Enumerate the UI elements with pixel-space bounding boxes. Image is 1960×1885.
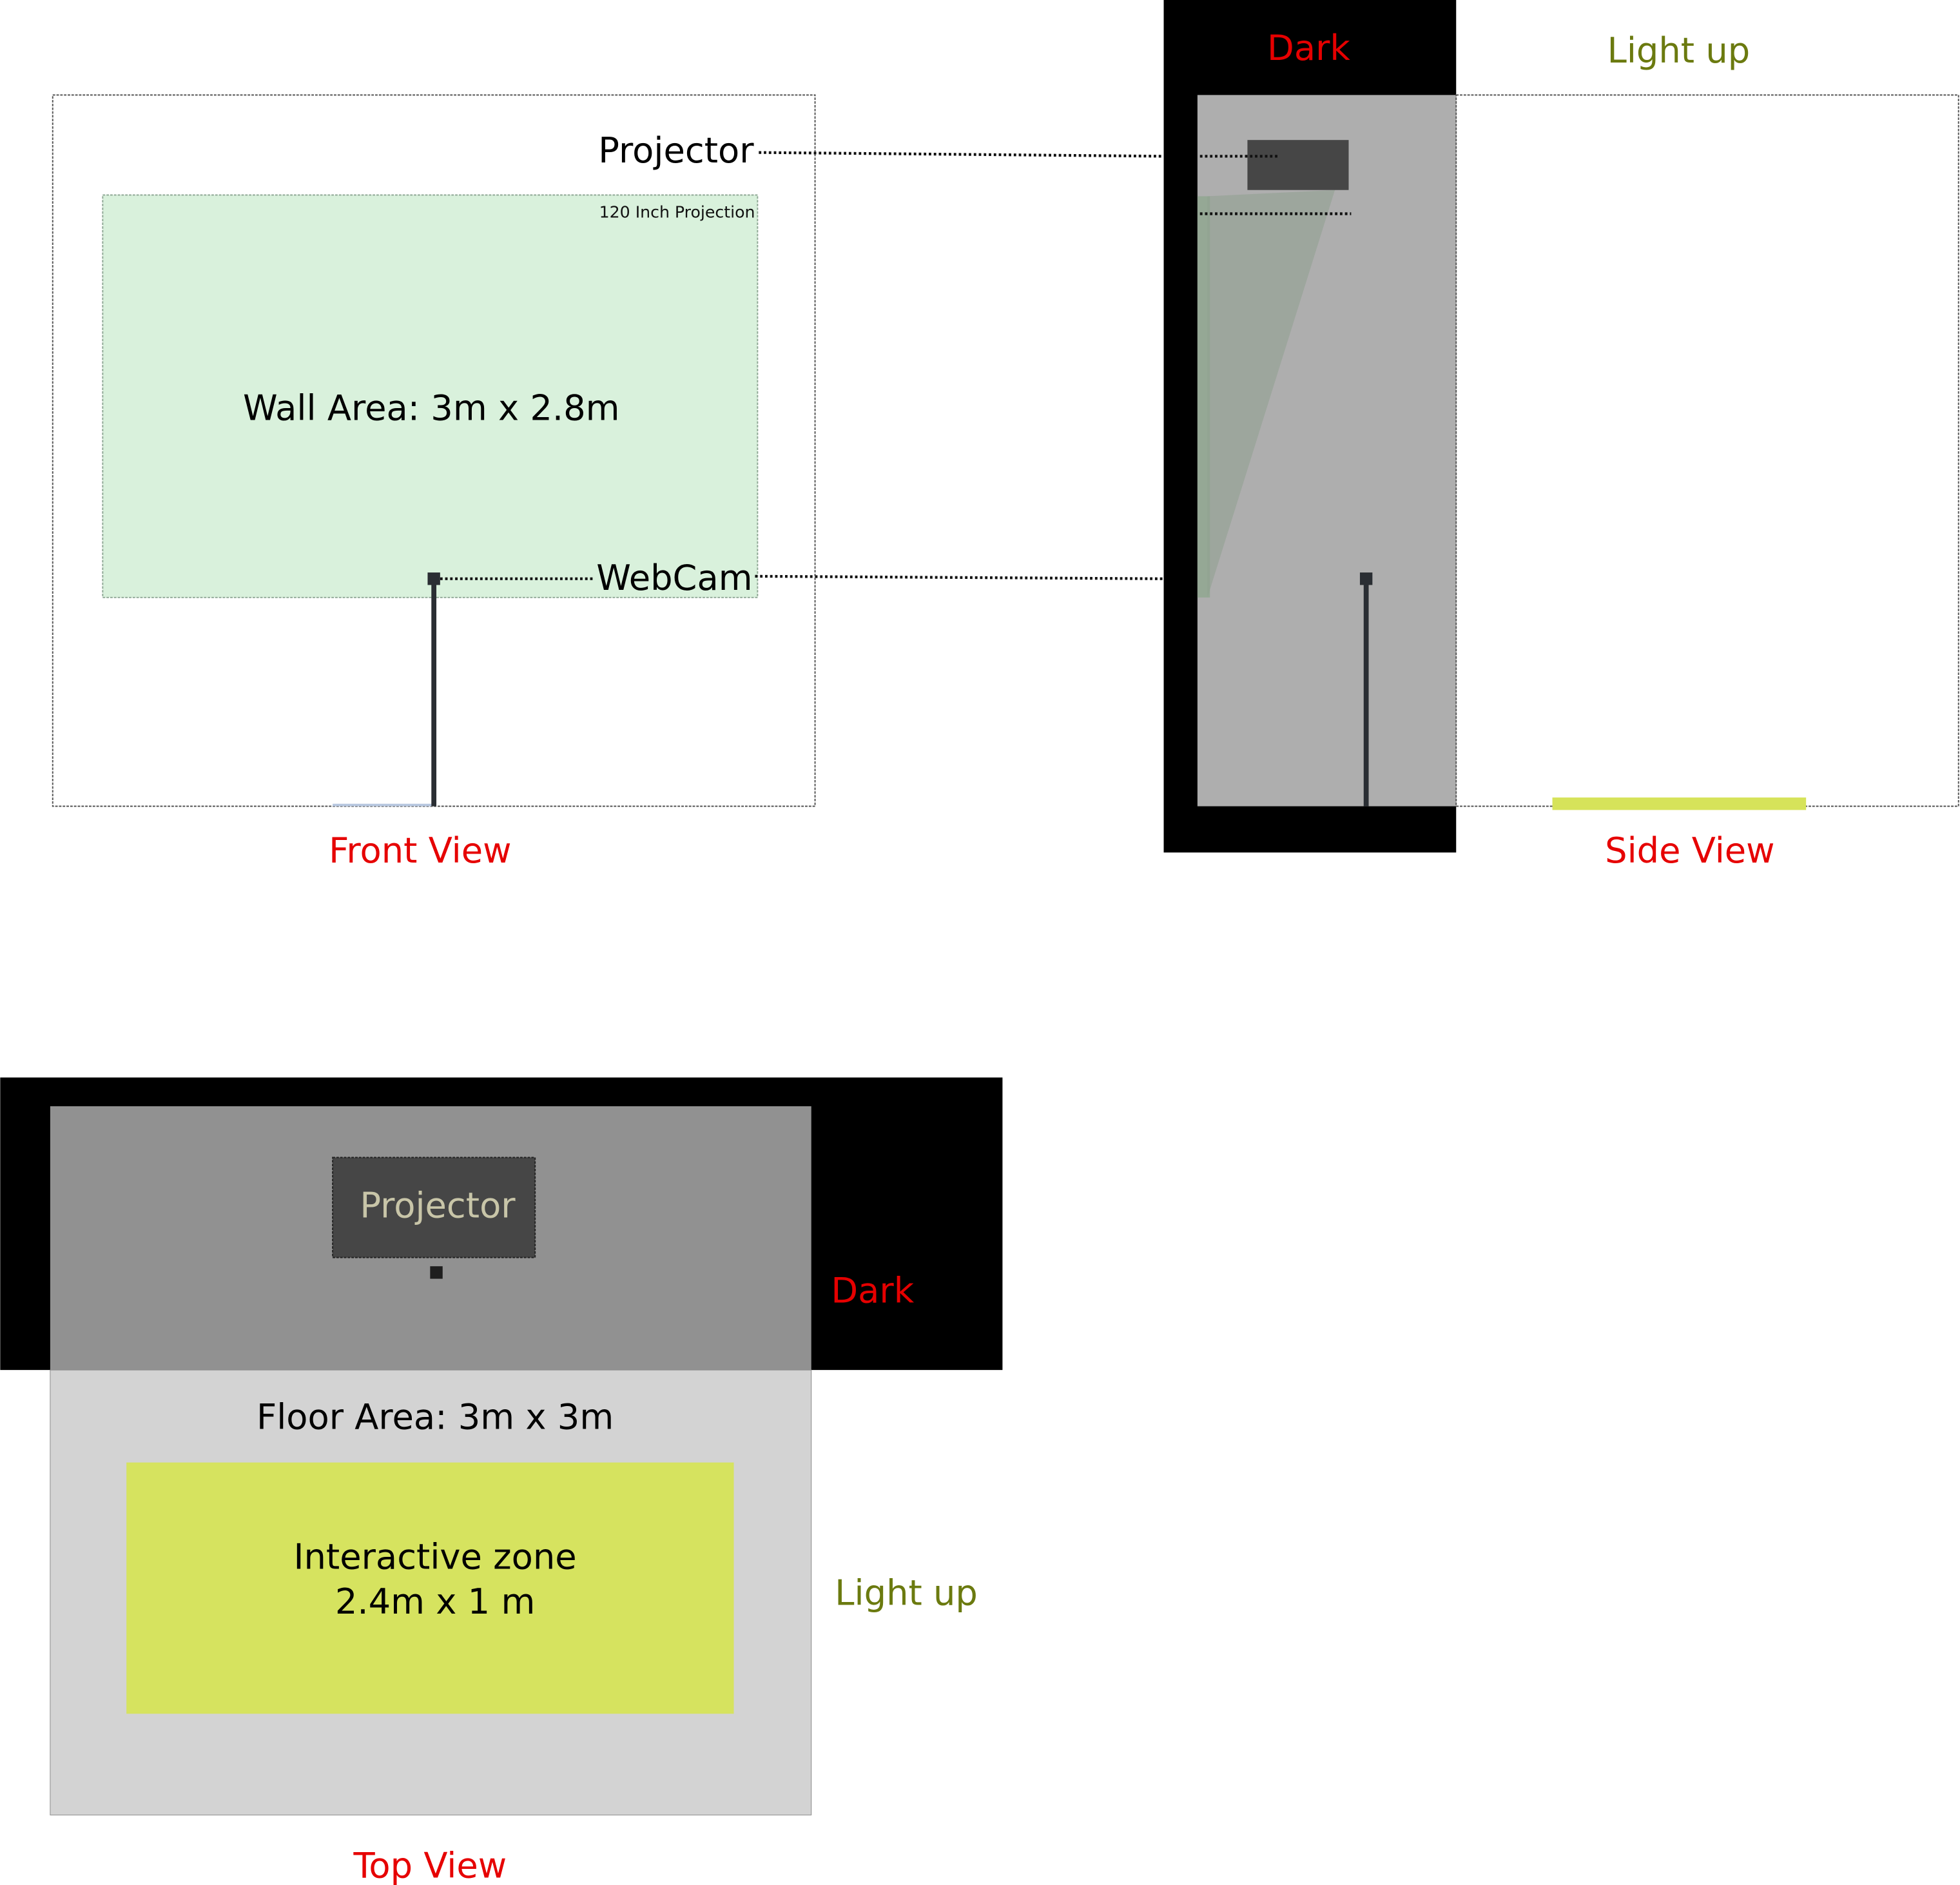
interactive-zone-size: 2.4m x 1 m: [335, 1581, 536, 1622]
light-zone-frame: [1455, 94, 1959, 807]
projector-label: Projector: [360, 1186, 516, 1226]
top-view: Projector Dark Floor Area: 3m x 3m Inter…: [0, 1077, 1003, 1885]
light-up-label: Light up: [835, 1573, 978, 1614]
wall-projection-area: [102, 194, 759, 598]
projector-leader-line: [759, 151, 1163, 158]
interactive-zone: [126, 1462, 734, 1714]
interactive-zone-label: Interactive zone: [294, 1536, 577, 1577]
webcam-label: WebCam: [596, 558, 752, 598]
webcam-icon: [427, 572, 440, 585]
projector-label: Projector: [598, 130, 754, 171]
dark-label: Dark: [831, 1270, 914, 1311]
wall-area-label: Wall Area: 3m x 2.8m: [243, 388, 620, 429]
webcam-icon: [1359, 572, 1373, 585]
front-view: 120 Inch Projection Wall Area: 3m x 2.8m…: [52, 94, 1163, 871]
side-view: Dark Light up Side View: [1163, 0, 1959, 871]
webcam-leader-line-side: [755, 574, 1163, 580]
webcam-icon: [430, 1266, 443, 1279]
wall-projection-strip: [1197, 196, 1210, 598]
projector-icon: [332, 1157, 536, 1258]
webcam-pole: [431, 578, 437, 806]
dark-label: Dark: [1267, 28, 1350, 68]
projection-beam: [1207, 190, 1335, 598]
floor-line: [333, 803, 433, 806]
front-view-title: Front View: [329, 830, 511, 871]
webcam-pole: [1363, 578, 1369, 806]
interactive-zone-side: [1552, 797, 1807, 810]
top-view-title: Top View: [353, 1845, 507, 1885]
projection-size-label: 120 Inch Projection: [599, 202, 755, 221]
floor-area-label: Floor Area: 3m x 3m: [257, 1396, 614, 1437]
side-view-title: Side View: [1605, 830, 1774, 871]
light-up-label: Light up: [1607, 30, 1751, 71]
projector-icon: [1247, 140, 1349, 190]
